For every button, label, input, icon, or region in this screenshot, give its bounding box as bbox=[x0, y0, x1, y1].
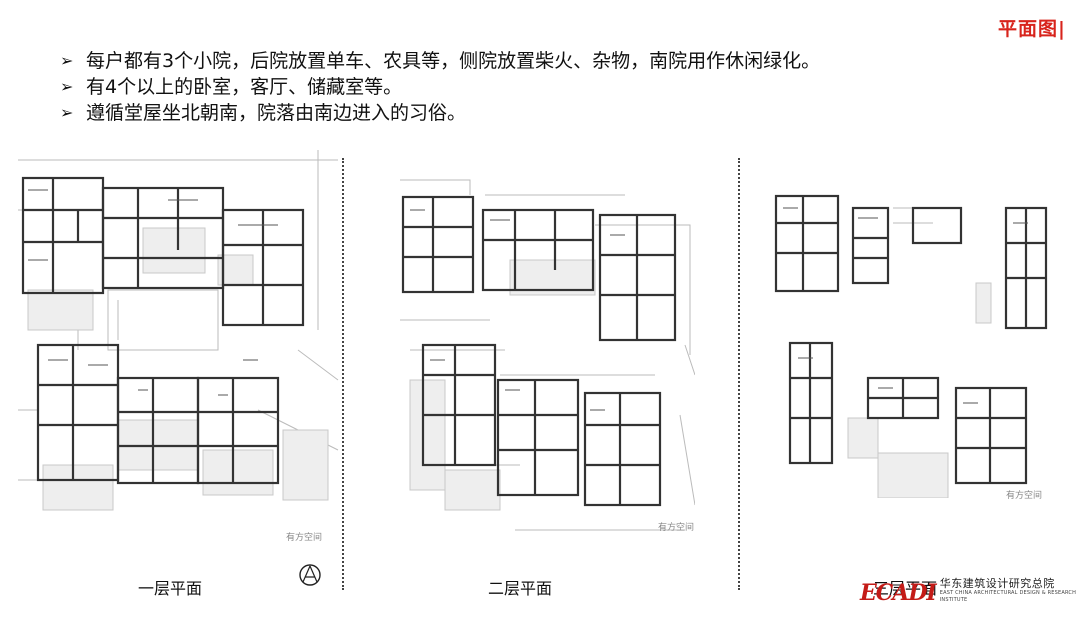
slide-title-tag: 平面图| bbox=[998, 18, 1066, 40]
logo-name-en: EAST CHINA ARCHITECTURAL DESIGN & RESEAR… bbox=[939, 590, 1077, 603]
watermark-text: 有方空间 bbox=[1006, 491, 1043, 501]
bullet-text: 有4个以上的卧室，客厅、储藏室等。 bbox=[86, 76, 403, 98]
arrow-bullet-icon: ➢ bbox=[60, 77, 74, 96]
plan-divider bbox=[738, 158, 740, 590]
bullet-item: ➢ 每户都有3个小院，后院放置单车、农具等，侧院放置柴火、杂物，南院用作休闲绿化。 bbox=[60, 48, 820, 74]
third-floor-label: 三层平面 bbox=[873, 579, 938, 598]
logo-name-cn: 华东建筑设计研究总院 bbox=[939, 577, 1055, 590]
watermark-text: 有方空间 bbox=[286, 533, 323, 543]
north-arrow-icon bbox=[299, 564, 321, 586]
plan-divider bbox=[342, 158, 344, 590]
bullet-list: ➢ 每户都有3个小院，后院放置单车、农具等，侧院放置柴火、杂物，南院用作休闲绿化。… bbox=[60, 48, 820, 126]
logo-mark: ECADI bbox=[860, 580, 937, 606]
bullet-text: 遵循堂屋坐北朝南，院落由南边进入的习俗。 bbox=[86, 102, 467, 124]
arrow-bullet-icon: ➢ bbox=[60, 103, 74, 122]
ground-floor-plan bbox=[18, 150, 339, 511]
third-floor-plan bbox=[774, 194, 1048, 498]
logo-text: 华东建筑设计研究总院 EAST CHINA ARCHITECTURAL DESI… bbox=[940, 577, 1080, 604]
watermark-text: 有方空间 bbox=[658, 523, 695, 533]
bullet-text: 每户都有3个小院，后院放置单车、农具等，侧院放置柴火、杂物，南院用作休闲绿化。 bbox=[86, 50, 821, 72]
ecadi-logo: ECADI 华东建筑设计研究总院 EAST CHINA ARCHITECTURA… bbox=[860, 577, 1080, 604]
bullet-item: ➢ 遵循堂屋坐北朝南，院落由南边进入的习俗。 bbox=[60, 100, 820, 126]
second-floor-label: 二层平面 bbox=[488, 579, 553, 598]
second-floor-plan bbox=[400, 179, 695, 531]
ground-floor-label: 一层平面 bbox=[138, 579, 203, 598]
arrow-bullet-icon: ➢ bbox=[60, 51, 74, 70]
bullet-item: ➢ 有4个以上的卧室，客厅、储藏室等。 bbox=[60, 74, 820, 100]
